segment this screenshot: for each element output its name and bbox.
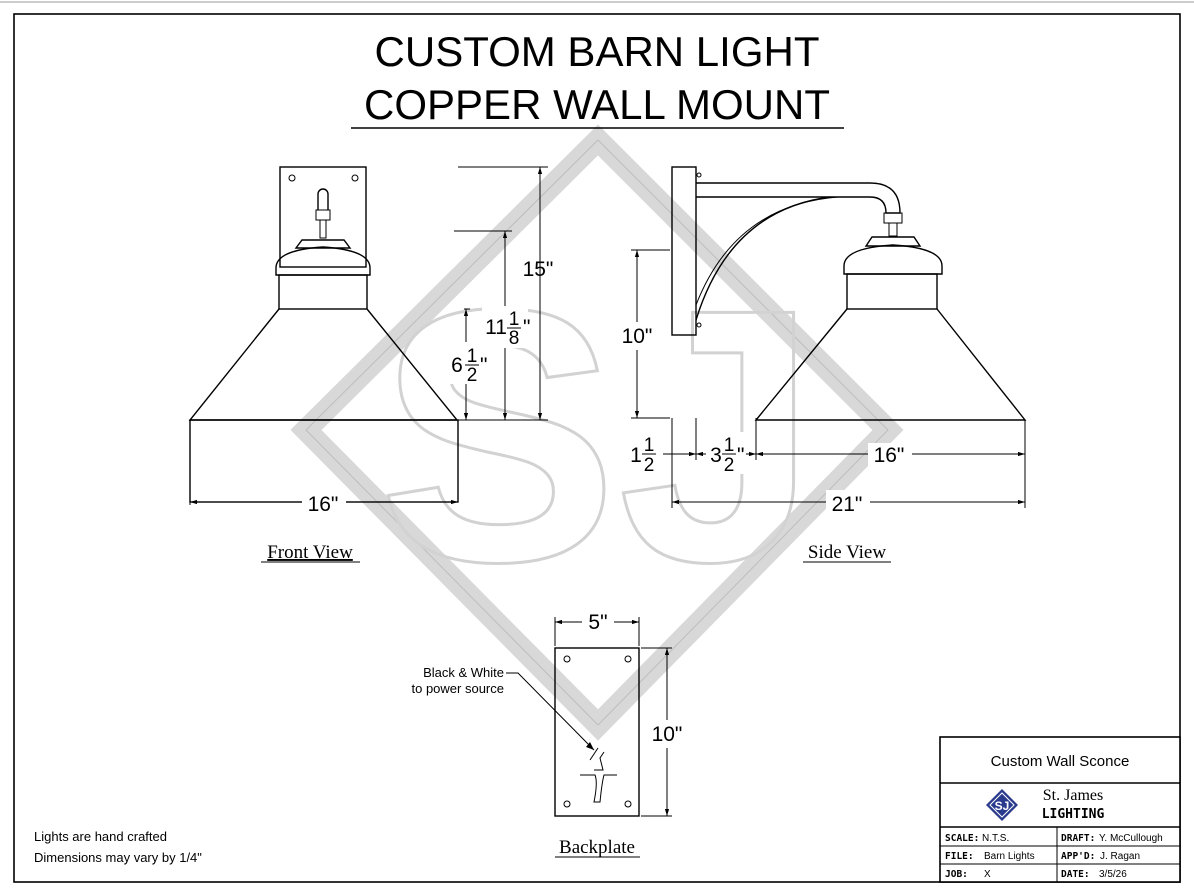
- dim-front-width: 16": [308, 493, 339, 516]
- svg-text:1: 1: [630, 444, 642, 467]
- dim-offset-3: 3 1 2 ": [706, 432, 746, 476]
- svg-text:": ": [523, 316, 530, 339]
- svg-text:Y. McCullough: Y. McCullough: [1099, 833, 1163, 844]
- svg-text:2: 2: [467, 365, 478, 386]
- svg-text:1: 1: [724, 435, 735, 456]
- dim-side-shade-width: 16": [874, 444, 905, 467]
- svg-text:6: 6: [451, 354, 463, 377]
- dim-height-6: 6 1 2 ": [448, 342, 488, 386]
- side-view-drawing: [671, 166, 1027, 421]
- dim-offset-1: 1 1 2: [627, 432, 663, 476]
- dim-side-height: 10": [622, 325, 653, 348]
- svg-text:X: X: [984, 869, 991, 880]
- company-logo-icon: SJ: [986, 789, 1018, 821]
- svg-text:DATE:: DATE:: [1061, 869, 1090, 880]
- title-block-row: FILE: Barn Lights APP'D: J. Ragan: [945, 851, 1140, 862]
- svg-text:JOB:: JOB:: [945, 869, 968, 880]
- svg-text:2: 2: [724, 455, 735, 476]
- svg-text:8: 8: [509, 328, 520, 349]
- note-line-1: Lights are hand crafted: [34, 829, 167, 844]
- backplate-drawing: [554, 647, 640, 817]
- label-backplate: Backplate: [559, 837, 635, 858]
- note-line-2: Dimensions may vary by 1/4": [34, 850, 202, 865]
- wire-note-line-2: to power source: [412, 681, 505, 696]
- svg-text:N.T.S.: N.T.S.: [982, 833, 1009, 844]
- dim-height-11: 11 1 8 ": [482, 306, 530, 349]
- company-name-line-2: LIGHTING: [1042, 807, 1105, 822]
- company-logo-text: SJ: [995, 799, 1010, 813]
- svg-text:FILE:: FILE:: [945, 851, 974, 862]
- title-block-row: SCALE: N.T.S. DRAFT: Y. McCullough: [945, 833, 1163, 844]
- svg-text:J. Ragan: J. Ragan: [1100, 851, 1140, 862]
- label-side-view: Side View: [808, 542, 886, 563]
- dim-total-height: 15": [523, 258, 554, 281]
- wire-note-line-1: Black & White: [423, 665, 504, 680]
- wire-leader: [506, 672, 595, 751]
- dim-side-extension: 21": [832, 493, 863, 516]
- svg-text:APP'D:: APP'D:: [1061, 851, 1095, 862]
- svg-text:Barn Lights: Barn Lights: [984, 851, 1035, 862]
- svg-text:DRAFT:: DRAFT:: [1061, 833, 1095, 844]
- svg-text:": ": [480, 354, 487, 377]
- title-block-heading: Custom Wall Sconce: [991, 753, 1130, 770]
- svg-text:SCALE:: SCALE:: [945, 833, 979, 844]
- svg-text:2: 2: [644, 455, 655, 476]
- svg-text:1: 1: [509, 309, 520, 330]
- svg-text:1: 1: [467, 346, 478, 367]
- dim-backplate-width: 5": [588, 611, 607, 634]
- title-block: Custom Wall Sconce SJ St. James LIGHTING…: [939, 736, 1181, 883]
- svg-text:3/5/26: 3/5/26: [1099, 869, 1127, 880]
- title-block-row: JOB: X DATE: 3/5/26: [945, 869, 1127, 880]
- svg-text:": ": [737, 444, 744, 467]
- dim-backplate-height: 10": [652, 723, 683, 746]
- title-line-2: COPPER WALL MOUNT: [364, 81, 830, 128]
- title-line-1: CUSTOM BARN LIGHT: [375, 28, 820, 75]
- svg-text:11: 11: [485, 316, 507, 339]
- front-view-drawing: [188, 166, 459, 503]
- watermark-logo: SJ: [290, 124, 904, 741]
- svg-text:1: 1: [644, 435, 655, 456]
- sheet-border: [13, 13, 1181, 883]
- label-front-view: Front View: [267, 542, 353, 563]
- watermark-text: SJ: [378, 235, 818, 637]
- company-name-line-1: St. James: [1043, 787, 1103, 804]
- svg-text:3: 3: [710, 444, 722, 467]
